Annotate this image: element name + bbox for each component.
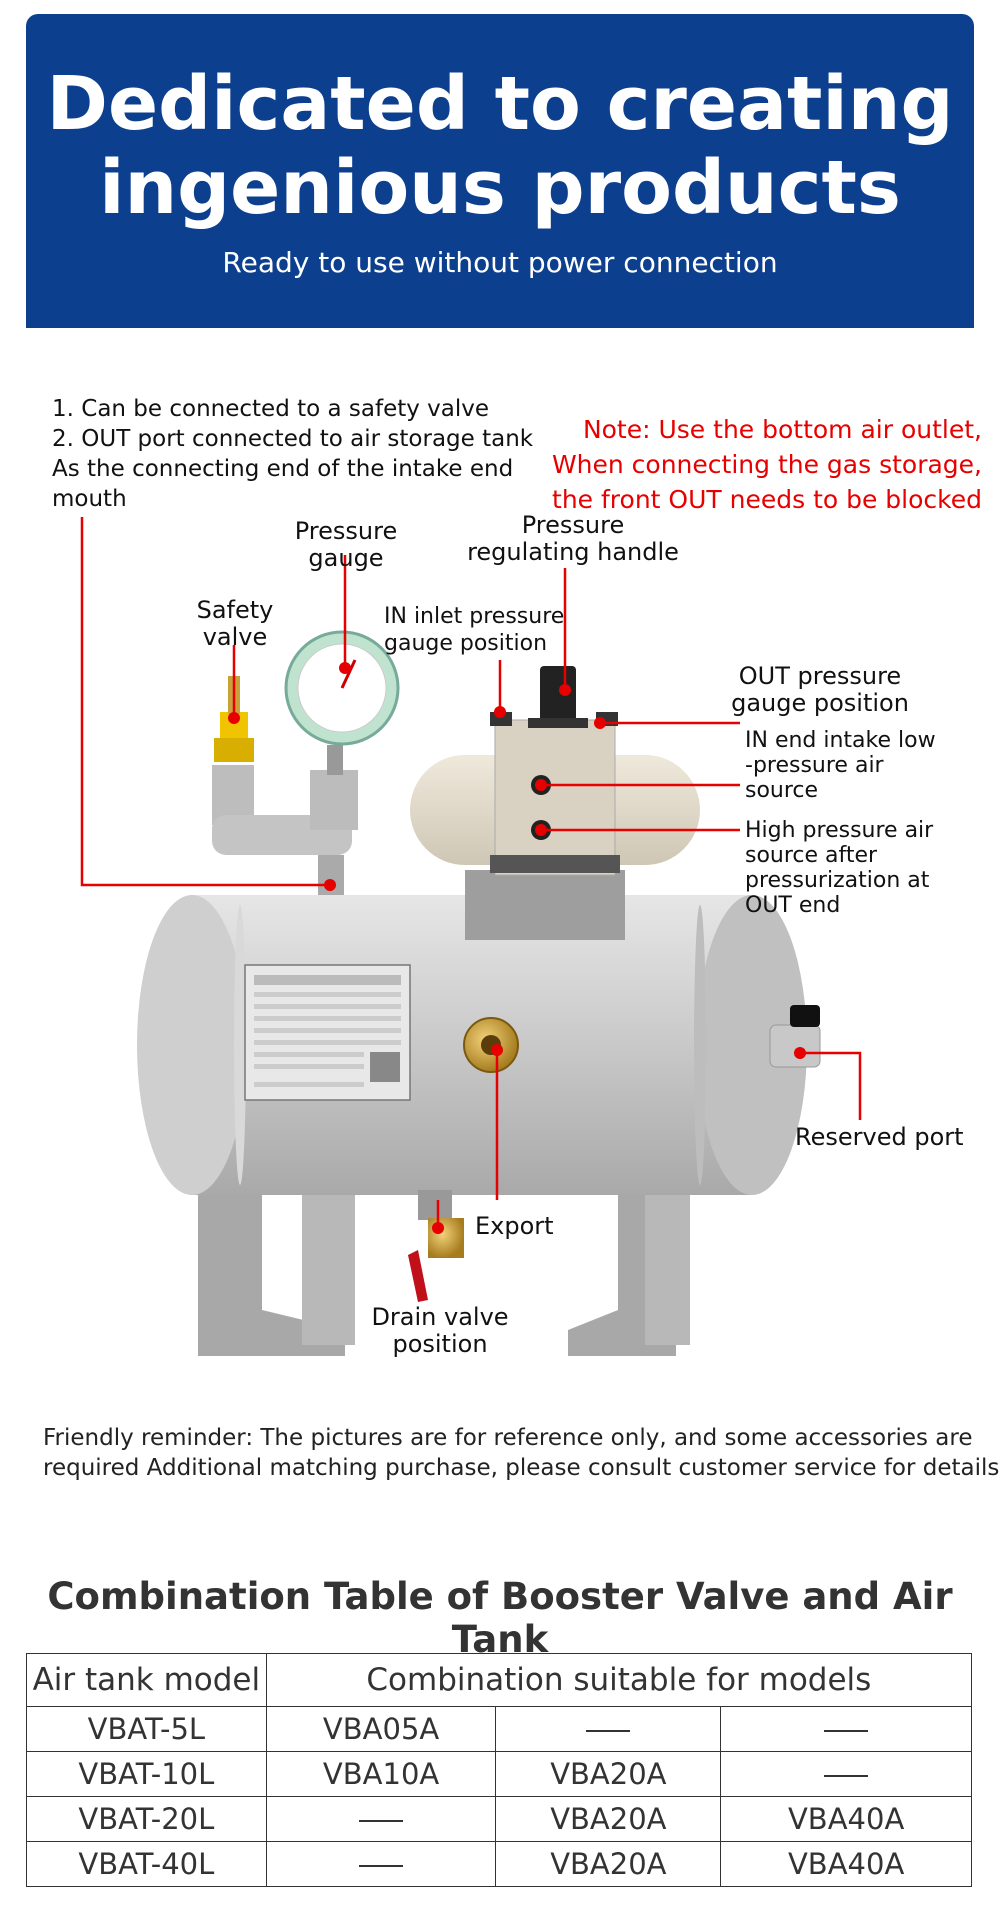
table-header-row: Air tank model Combination suitable for … (26, 1653, 973, 1707)
cell-combination (720, 1751, 972, 1797)
intro-line-3: As the connecting end of the intake end (52, 456, 514, 482)
label-safety-valve-line-1: Safety (196, 596, 274, 624)
tank-nameplate (244, 964, 411, 1101)
note-line-1: Note: Use the bottom air outlet, (582, 415, 982, 444)
label-reserved-port: Reserved port (795, 1123, 964, 1151)
intro-line-2: 2. OUT port connected to air storage tan… (52, 426, 534, 452)
combination-table: Air tank model Combination suitable for … (26, 1653, 973, 1887)
label-drain-valve-line-1: Drain valve (371, 1303, 509, 1331)
intro-line-4: mouth (52, 486, 127, 512)
label-export: Export (475, 1212, 554, 1240)
reserved-port-part (769, 1005, 821, 1068)
drain-valve-part (408, 1190, 464, 1302)
intro-text: 1. Can be connected to a safety valve 2.… (52, 394, 533, 514)
cell-combination (265, 1841, 497, 1887)
label-in-inlet-gauge-line-1: IN inlet pressure (384, 604, 565, 629)
label-regulating-handle-line-2: regulating handle (467, 538, 679, 566)
cell-combination (720, 1706, 972, 1752)
product-diagram (80, 517, 862, 1356)
dash-mark (359, 1865, 404, 1867)
cell-combination: VBA20A (495, 1751, 722, 1797)
label-out-gauge-line-1: OUT pressure (738, 662, 902, 690)
banner-title: Dedicated to creating ingenious products (26, 62, 974, 230)
table-title: Combination Table of Booster Valve and A… (47, 1575, 953, 1661)
dash-mark (824, 1730, 869, 1732)
cell-model: VBAT-10L (26, 1751, 267, 1797)
banner-subtitle: Ready to use without power connection (222, 246, 778, 279)
label-in-intake-line-3: source (745, 778, 819, 803)
dash-mark (824, 1775, 869, 1777)
label-drain-valve-line-2: position (392, 1330, 488, 1358)
label-drain-valve: Drain valve position (355, 1304, 525, 1358)
label-high-pressure-line-1: High pressure air (745, 818, 934, 843)
cell-combination: VBA40A (720, 1841, 972, 1887)
note-line-3: the front OUT needs to be blocked (552, 485, 982, 514)
export-port (463, 1017, 519, 1073)
label-pressure-gauge-line-2: gauge (308, 544, 384, 572)
label-safety-valve-line-2: valve (202, 623, 268, 651)
label-pressure-gauge-line-1: Pressure (294, 517, 398, 545)
label-regulating-handle: Pressure regulating handle (458, 512, 688, 566)
cell-combination: VBA10A (265, 1751, 497, 1797)
reminder-line-1: Friendly reminder: The pictures are for … (43, 1425, 973, 1451)
label-in-inlet-gauge: IN inlet pressure gauge position (384, 603, 604, 657)
cell-model: VBAT-5L (26, 1706, 267, 1752)
label-out-gauge: OUT pressure gauge position (720, 663, 920, 717)
banner-title-line-2: ingenious products (99, 145, 901, 231)
intro-line-1: 1. Can be connected to a safety valve (52, 396, 490, 422)
dash-mark (586, 1730, 631, 1732)
cell-combination: VBA20A (495, 1841, 722, 1887)
header-combination: Combination suitable for models (265, 1653, 973, 1707)
label-high-pressure-line-4: OUT end (745, 893, 841, 918)
leader-dots (228, 662, 806, 1234)
dash-mark (359, 1820, 404, 1822)
header-air-tank-model: Air tank model (26, 1653, 267, 1707)
friendly-reminder: Friendly reminder: The pictures are for … (43, 1423, 999, 1483)
label-in-inlet-gauge-line-2: gauge position (384, 631, 548, 656)
label-high-pressure-line-3: pressurization at (745, 868, 930, 893)
label-in-intake-line-2: -pressure air (745, 753, 884, 778)
pressure-gauge-part (284, 630, 400, 746)
cell-combination (265, 1796, 497, 1842)
reminder-line-2: required Additional matching purchase, p… (43, 1455, 1000, 1481)
label-in-intake: IN end intake low -pressure air source (745, 728, 965, 803)
cell-combination: VBA20A (495, 1796, 722, 1842)
cell-model: VBAT-40L (26, 1841, 267, 1887)
label-safety-valve: Safety valve (185, 597, 285, 651)
cell-combination (495, 1706, 722, 1752)
label-high-pressure: High pressure air source after pressuriz… (745, 818, 965, 918)
label-in-intake-line-1: IN end intake low (745, 728, 936, 753)
note-line-2: When connecting the gas storage, (551, 450, 982, 479)
label-pressure-gauge: Pressure gauge (276, 518, 416, 572)
banner-title-line-1: Dedicated to creating (46, 61, 954, 147)
note-text: Note: Use the bottom air outlet, When co… (552, 412, 982, 517)
piping (212, 745, 358, 895)
header-banner: Dedicated to creating ingenious products… (26, 14, 974, 328)
cell-combination: VBA05A (265, 1706, 497, 1752)
cell-combination: VBA40A (720, 1796, 972, 1842)
label-high-pressure-line-2: source after (745, 843, 878, 868)
label-regulating-handle-line-1: Pressure (521, 511, 625, 539)
label-out-gauge-line-2: gauge position (731, 689, 909, 717)
cell-model: VBAT-20L (26, 1796, 267, 1842)
